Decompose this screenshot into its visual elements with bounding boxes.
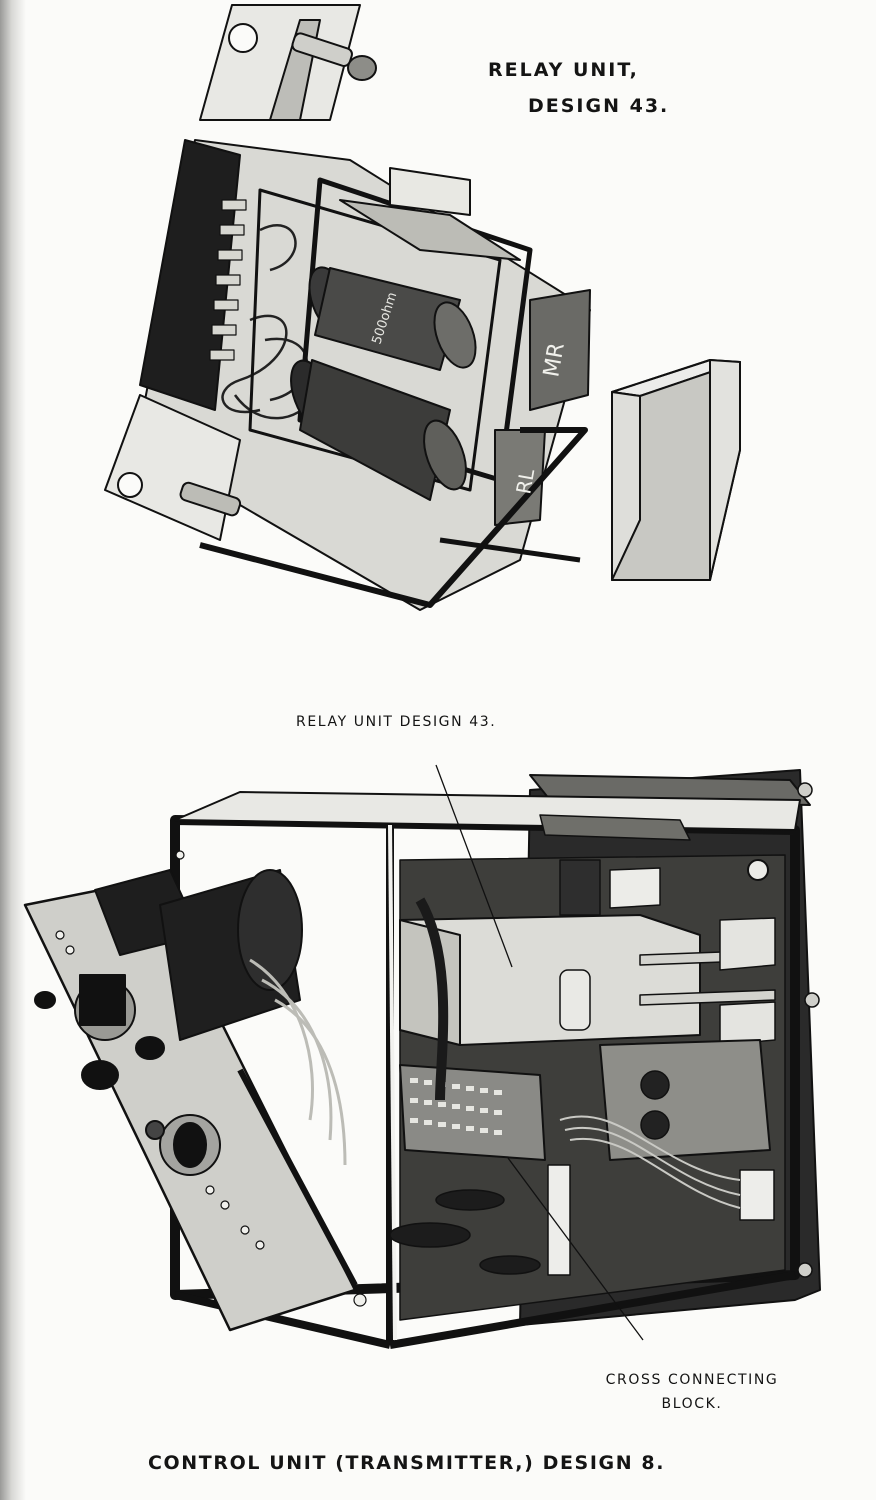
relay-coils <box>290 266 477 501</box>
relay-cover-box <box>611 359 741 581</box>
relay-callout-leader-line <box>435 764 513 968</box>
control-unit-illustration <box>23 769 821 1349</box>
relay-unit-caption-line2: DESIGN 43. <box>528 95 670 117</box>
page-binding-shadow <box>0 0 26 1500</box>
cross-block-label-line1: CROSS CONNECTING <box>605 1372 779 1388</box>
relay-unit-caption-line1: RELAY UNIT, <box>488 59 639 81</box>
relay-unit-caption: RELAY UNIT, DESIGN 43. <box>488 52 669 124</box>
mr-plate-text: MR <box>539 341 570 379</box>
rl-plate-text: RL <box>511 466 539 496</box>
cross-block-label-line2: BLOCK. <box>661 1396 723 1412</box>
cross-block-leader-line <box>507 1157 644 1341</box>
relay-unit-illustration <box>104 4 591 611</box>
cross-connecting-block-label: CROSS CONNECTING BLOCK. <box>587 1368 797 1416</box>
relay-unit-callout-label: RELAY UNIT DESIGN 43. <box>296 714 497 730</box>
control-unit-caption: CONTROL UNIT (TRANSMITTER,) DESIGN 8. <box>148 1452 666 1474</box>
